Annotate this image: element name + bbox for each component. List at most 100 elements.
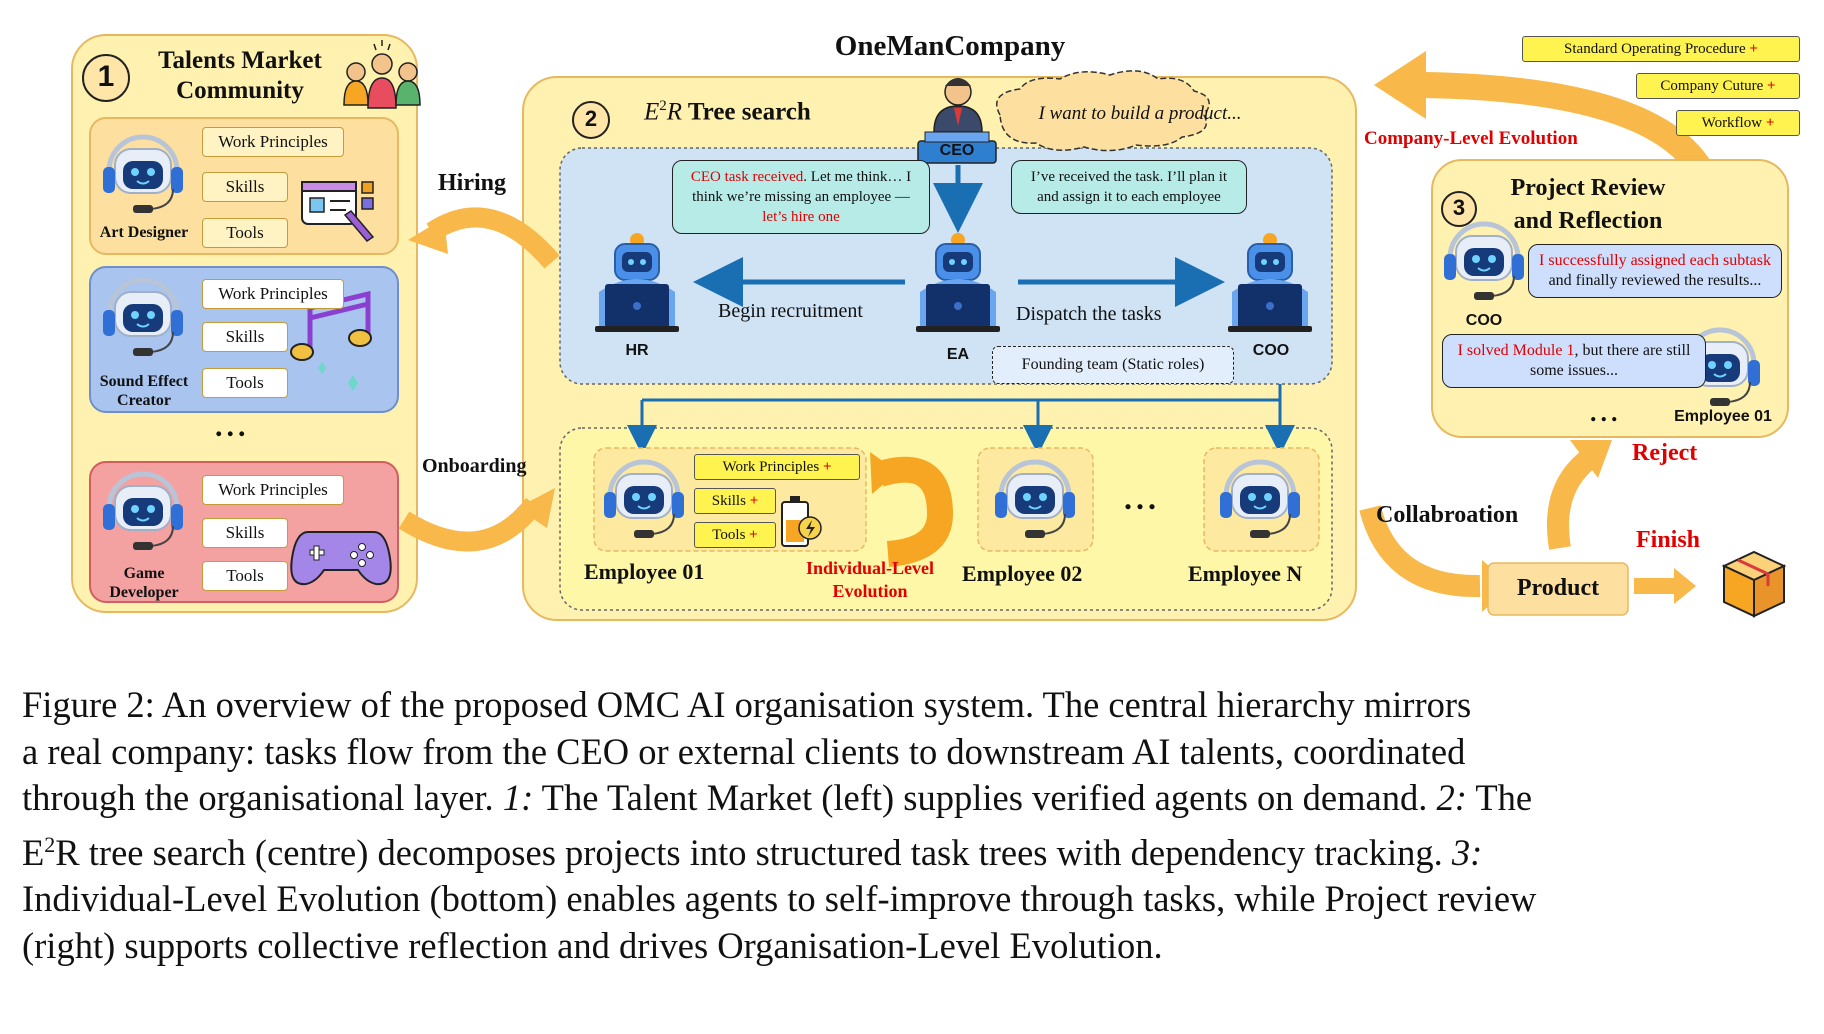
- talents-market-title: Talents Market Community: [140, 46, 340, 106]
- employee-01-label: Employee 01: [584, 559, 705, 584]
- tag-sop-text: Standard Operating Procedure: [1564, 41, 1746, 57]
- caption-line-3-a: through the organisational layer.: [22, 777, 503, 818]
- emp1-skills-plus: +: [749, 493, 759, 509]
- individual-evolution-line2: Evolution: [832, 581, 908, 601]
- review-employee-label: Employee 01: [1674, 408, 1772, 425]
- section-number-3: 3: [1441, 191, 1477, 227]
- coo-review-red: I successfully assigned each subtask: [1539, 252, 1771, 269]
- talent-3-name-line1: Game: [123, 565, 165, 582]
- tag-workflow-plus: +: [1765, 115, 1775, 131]
- coo-bubble-right: I’ve received the task. I’ll plan it and…: [1011, 160, 1247, 214]
- caption-line-4-sup: 2: [44, 831, 56, 857]
- coo-review-label: COO: [1465, 312, 1503, 329]
- project-review-title: Project Review and Reflection: [1478, 172, 1698, 238]
- tag-workflow: Workflow +: [1676, 110, 1800, 136]
- employee-review-red: I solved Module 1: [1457, 342, 1575, 359]
- talent-1-name-line1: Art Designer: [99, 224, 189, 241]
- talents-market-title-line2: Community: [176, 77, 304, 104]
- employee-02-label: Employee 02: [962, 561, 1083, 586]
- collaboration-label: Collabroation: [1376, 502, 1519, 528]
- emp1-tools-text: Tools: [712, 527, 746, 543]
- employee-n-label: Employee N: [1188, 561, 1303, 586]
- talent-2-name-line2: Creator: [117, 392, 171, 409]
- talent-3-skills: Skills: [202, 518, 288, 548]
- caption-line-3-c: The: [1466, 777, 1533, 818]
- talent-3-principles: Work Principles: [202, 475, 344, 505]
- ea-bubble-left-red1: CEO task received: [690, 169, 804, 185]
- caption-line-5: Individual-Level Evolution (bottom) enab…: [22, 878, 1537, 920]
- caption-line-3: through the organisational layer. 1: The…: [22, 775, 1824, 822]
- talent-1-skills: Skills: [202, 172, 288, 202]
- talent-1-name: Art Designer: [92, 224, 196, 242]
- talent-2-name-line1: Sound Effect: [99, 373, 189, 390]
- e2r-title-rest: Tree search: [682, 98, 811, 126]
- emp1-tools: Tools +: [694, 522, 776, 548]
- review-ellipsis: ...: [1590, 398, 1622, 427]
- tag-workflow-text: Workflow: [1701, 115, 1763, 131]
- coo-review-plain: and finally reviewed the results...: [1548, 272, 1762, 289]
- caption-line-4: E2R tree search (centre) decomposes proj…: [22, 822, 1824, 877]
- ea-bubble-left-red2: let’s hire one: [762, 209, 840, 225]
- project-review-title-line2: and Reflection: [1513, 208, 1663, 234]
- employees-ellipsis: ...: [1124, 480, 1160, 516]
- employee-review-plain: , but there are still some issues...: [1530, 342, 1691, 379]
- page-title: OneManCompany: [834, 30, 1066, 62]
- talents-market-title-line1: Talents Market: [158, 47, 322, 74]
- caption-line-4-i: 3:: [1451, 831, 1483, 873]
- begin-recruitment-label: Begin recruitment: [718, 300, 863, 322]
- caption-line-2: a real company: tasks flow from the CEO …: [22, 730, 1466, 772]
- employee-review-bubble: I solved Module 1, but there are still s…: [1442, 334, 1706, 388]
- e2r-title: E2R Tree search: [644, 98, 811, 126]
- company-evolution-label: Company-Level Evolution: [1364, 128, 1578, 149]
- e2r-title-e: E: [644, 98, 660, 126]
- talents-ellipsis: ...: [215, 410, 250, 443]
- ea-label: EA: [946, 346, 970, 363]
- onboarding-label: Onboarding: [422, 455, 527, 477]
- founding-team-box: Founding team (Static roles): [992, 346, 1234, 384]
- section-number-1: 1: [82, 54, 130, 102]
- caption-line-4-b: R tree search (centre) decomposes projec…: [55, 831, 1452, 873]
- tag-sop: Standard Operating Procedure +: [1522, 36, 1800, 62]
- figure-caption: Figure 2: An overview of the proposed OM…: [22, 682, 1824, 969]
- talent-2-skills: Skills: [202, 322, 288, 352]
- emp1-principles-plus: +: [822, 459, 832, 475]
- ea-bubble-left-plain: . Let me think… I think we’re missing an…: [692, 169, 912, 205]
- talent-3-tools: Tools: [202, 561, 288, 591]
- ea-bubble-left: CEO task received. Let me think… I think…: [672, 160, 930, 234]
- e2r-title-r: R: [666, 98, 683, 126]
- tag-culture-plus: +: [1767, 78, 1776, 94]
- tag-sop-plus: +: [1749, 41, 1758, 57]
- product-label: Product: [1516, 575, 1600, 601]
- caption-line-3-b: The Talent Market (left) supplies verifi…: [533, 777, 1437, 818]
- tag-culture: Company Cuture +: [1636, 73, 1800, 99]
- caption-line-4-a: E: [22, 831, 45, 873]
- talent-2-tools: Tools: [202, 368, 288, 398]
- emp1-skills: Skills +: [694, 488, 776, 514]
- individual-evolution-line1: Individual-Level: [805, 558, 935, 578]
- ceo-badge: CEO: [939, 142, 975, 159]
- ceo-thought: I want to build a product...: [1038, 103, 1242, 124]
- caption-line-1: Figure 2: An overview of the proposed OM…: [22, 684, 1472, 725]
- talent-1-tools: Tools: [202, 218, 288, 248]
- dispatch-tasks-label: Dispatch the tasks: [1016, 303, 1162, 325]
- project-review-title-line1: Project Review: [1510, 175, 1666, 201]
- hiring-label: Hiring: [438, 170, 507, 196]
- talent-3-name-line2: Developer: [109, 584, 179, 601]
- caption-line-3-i2: 2:: [1436, 777, 1467, 818]
- section-number-2: 2: [572, 101, 610, 139]
- hr-label: HR: [625, 342, 649, 359]
- emp1-principles: Work Principles +: [694, 454, 860, 480]
- individual-evolution-label: Individual-Level Evolution: [790, 557, 950, 603]
- emp1-principles-text: Work Principles: [722, 459, 820, 475]
- talent-3-name: Game Developer: [92, 564, 196, 602]
- reject-label: Reject: [1632, 440, 1698, 466]
- talent-2-name: Sound Effect Creator: [92, 372, 196, 410]
- talent-1-principles: Work Principles: [202, 127, 344, 157]
- coo-review-bubble: I successfully assigned each subtask and…: [1528, 244, 1782, 298]
- caption-line-3-i: 1:: [502, 777, 534, 818]
- e2r-title-sup: 2: [659, 98, 667, 114]
- coo-label: COO: [1252, 342, 1290, 359]
- tag-culture-text: Company Cuture: [1660, 78, 1764, 94]
- emp1-skills-text: Skills: [711, 493, 746, 509]
- talent-2-principles: Work Principles: [202, 279, 344, 309]
